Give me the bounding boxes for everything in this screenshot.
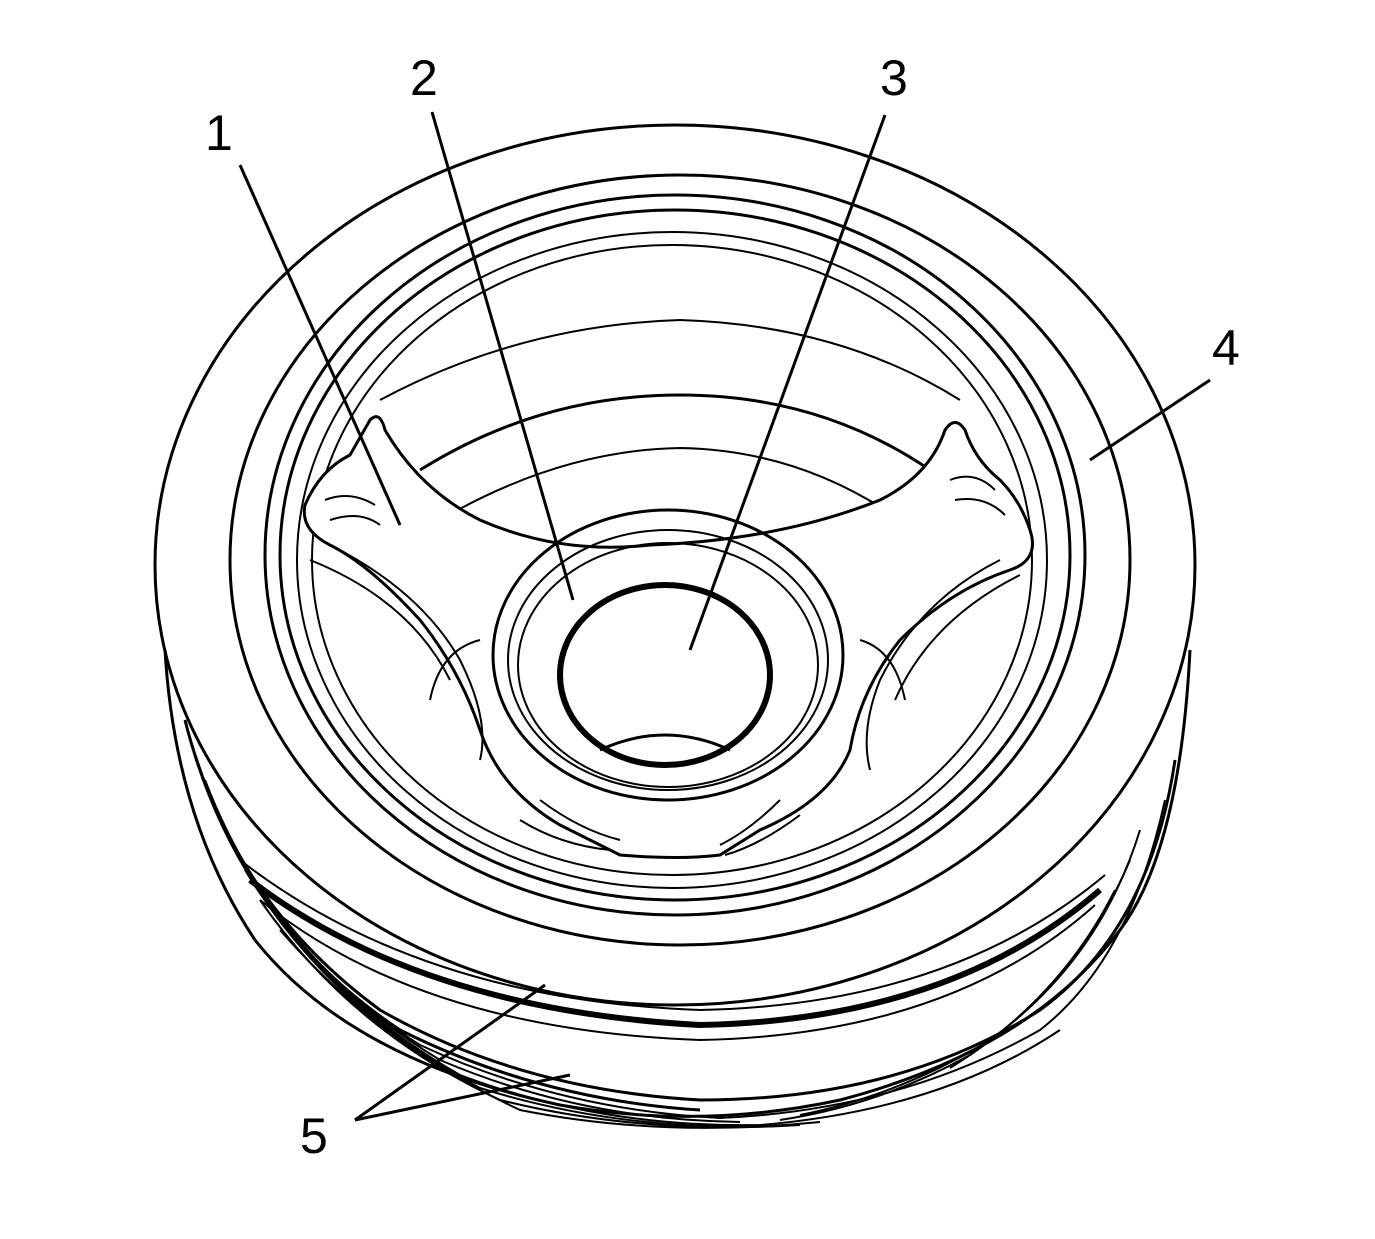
leader-5a [354,983,546,1122]
hub-rings [429,508,906,802]
inner-wall [379,318,961,521]
center-bore [557,582,773,768]
callout-2: 2 [410,50,438,106]
callout-4: 4 [1212,320,1240,376]
spoke-frame [302,415,1034,859]
callout-1: 1 [205,105,233,161]
outer-rim [153,123,1197,1007]
leader-2 [430,111,575,601]
leader-lines [238,111,1211,1122]
leader-1 [238,164,402,526]
callout-5: 5 [300,1108,328,1164]
leader-5b [354,1073,571,1122]
leader-4 [1089,378,1211,462]
callouts: 1 2 3 4 5 [205,50,1240,1164]
leader-3 [688,114,887,651]
pulley-grooves [163,649,1192,1129]
callout-3: 3 [880,50,908,106]
